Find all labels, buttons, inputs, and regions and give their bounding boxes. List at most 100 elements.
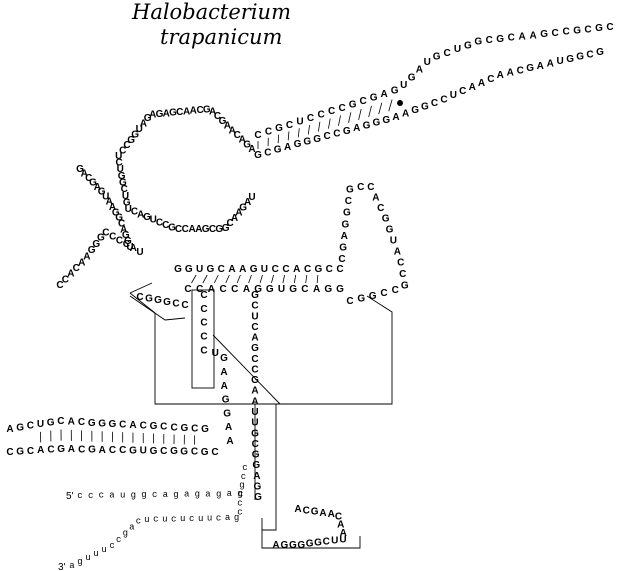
nucleotide: U <box>125 204 132 215</box>
nucleotide: U <box>196 264 203 275</box>
nucleotide: A <box>372 193 379 204</box>
nucleotide: C <box>123 239 130 250</box>
nucleotide: G <box>219 116 227 127</box>
nucleotide: C <box>140 421 147 432</box>
nucleotide: C <box>156 217 163 228</box>
nucleotide: C <box>357 182 364 193</box>
nucleotide: C <box>562 27 569 38</box>
nucleotide: C <box>200 318 207 329</box>
nucleotide: u <box>93 549 98 559</box>
nucleotide: U <box>248 192 255 203</box>
nucleotide: a <box>109 491 115 501</box>
nucleotide: G <box>250 264 258 275</box>
nucleotide: C <box>172 298 179 309</box>
nucleotide: A <box>226 436 233 447</box>
nucleotide: G <box>349 99 357 110</box>
title-line1: Halobacterium <box>131 0 291 24</box>
nucleotide: G <box>168 223 176 234</box>
nucleotide: G <box>109 419 117 430</box>
nucleotide: G <box>474 37 482 48</box>
nucleotide: U <box>117 164 124 175</box>
nucleotide: G <box>303 137 311 148</box>
nucleotide: A <box>37 445 44 456</box>
nucleotide: U <box>454 44 461 55</box>
nucleotide: G <box>251 290 259 301</box>
nucleotide: C <box>214 111 221 122</box>
nucleotide: C <box>303 505 310 516</box>
nucleotide: C <box>85 173 92 184</box>
nucleotide: A <box>239 135 246 146</box>
nucleotide: A <box>518 32 525 43</box>
nucleotide: C <box>333 129 340 140</box>
nucleotide: c <box>238 490 243 500</box>
nucleotide: C <box>218 264 225 275</box>
nucleotide: A <box>83 251 90 262</box>
nucleotide: G <box>313 134 321 145</box>
base-pair-ticks <box>40 99 393 445</box>
nucleotide: C <box>191 423 198 434</box>
nucleotide: g <box>239 481 244 491</box>
nucleotide: G <box>306 539 314 550</box>
nucleotide: G <box>339 242 347 253</box>
nucleotide: G <box>222 223 230 234</box>
nucleotide: A <box>340 528 347 539</box>
nucleotide: C <box>508 33 515 44</box>
nucleotide: C <box>62 274 69 285</box>
nucleotide: G <box>576 52 584 63</box>
nucleotide: c <box>241 472 246 482</box>
nucleotide: A <box>251 386 258 397</box>
nucleotide: G <box>254 284 262 295</box>
nucleotide: G <box>143 212 151 223</box>
nucleotide: G <box>207 264 215 275</box>
nucleotide: G <box>346 185 354 196</box>
nucleotide: c <box>99 491 104 501</box>
nucleotide: C <box>196 284 203 295</box>
nucleotide: A <box>341 231 348 242</box>
nucleotide: a <box>129 523 135 533</box>
nucleotide: C <box>162 220 169 231</box>
nucleotide: A <box>272 540 279 551</box>
nucleotide: A <box>149 110 156 121</box>
nucleotide: C <box>584 24 591 35</box>
nucleotide: u <box>144 515 149 525</box>
nucleotide: C <box>328 106 335 117</box>
nucleotide: G <box>185 264 193 275</box>
nucleotide: A <box>106 197 113 208</box>
nucleotide: U <box>115 151 122 162</box>
nucleotide: U <box>424 57 431 68</box>
nucleotide: A <box>6 424 13 435</box>
nucleotide: C <box>443 48 450 59</box>
nucleotide: C <box>551 28 558 39</box>
nucleotide: C <box>338 254 345 265</box>
nucleotide: C <box>109 445 116 456</box>
nucleotide: G <box>281 540 289 551</box>
nucleotide: G <box>289 540 297 551</box>
nucleotide: c <box>237 508 242 518</box>
nucleotide: A <box>244 197 251 208</box>
nucleotide: C <box>200 345 207 356</box>
nucleotide: G <box>464 40 472 51</box>
nucleotide: C <box>272 264 279 275</box>
nucleotide: U <box>251 418 258 429</box>
nucleotide: C <box>335 512 342 523</box>
nucleotide: A <box>507 68 514 79</box>
nucleotide: C <box>345 196 352 207</box>
nucleotide: C <box>131 207 138 218</box>
nucleotide: u <box>162 515 167 525</box>
nucleotide: A <box>337 520 344 531</box>
nucleotide: A <box>248 144 255 155</box>
title-line2: trapanicum <box>160 25 282 49</box>
nucleotide: A <box>284 142 291 153</box>
nucleotide: G <box>201 424 209 435</box>
nucleotide: A <box>228 264 235 275</box>
nucleotide: C <box>170 422 177 433</box>
nucleotide: C <box>326 264 333 275</box>
nucleotide: C <box>200 290 207 301</box>
nucleotide: G <box>566 54 574 65</box>
nucleotide: G <box>252 450 260 461</box>
nucleotide: A <box>220 367 227 378</box>
nucleotide: A <box>68 417 75 428</box>
nucleotide: G <box>201 447 209 458</box>
nucleotide: G <box>342 219 350 230</box>
nucleotide: C <box>176 107 183 118</box>
